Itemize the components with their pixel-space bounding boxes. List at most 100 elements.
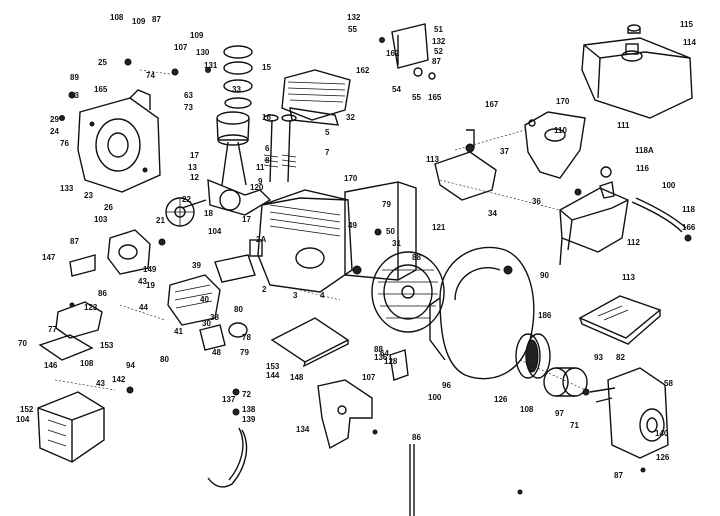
part-callout-146: 146 — [44, 361, 58, 370]
part-callout-134: 134 — [296, 425, 310, 434]
part-callout-70: 70 — [18, 339, 27, 348]
fuel-tank — [581, 24, 693, 119]
part-callout-25: 25 — [98, 58, 107, 67]
engine-block — [249, 189, 353, 293]
part-callout-87: 87 — [614, 471, 623, 480]
part-callout-108: 108 — [520, 405, 534, 414]
part-callout-31: 31 — [392, 239, 401, 248]
tank-support — [559, 187, 629, 266]
manual-booklet — [578, 295, 662, 345]
part-callout-120: 120 — [250, 183, 264, 192]
part-callout-64: 64 — [380, 349, 389, 358]
carburetor — [69, 229, 151, 277]
part-callout-97: 97 — [555, 409, 564, 418]
part-callout-71: 71 — [570, 421, 579, 430]
part-callout-21: 21 — [156, 216, 165, 225]
part-callout-15: 15 — [262, 63, 271, 72]
part-callout-113: 113 — [622, 273, 635, 282]
part-callout-111: 111 — [617, 121, 630, 130]
part-callout-170: 170 — [344, 174, 358, 183]
part-callout-123: 123 — [84, 303, 98, 312]
muffler — [167, 254, 256, 326]
part-callout-133: 133 — [60, 184, 74, 193]
crankcase-cover — [77, 89, 161, 193]
part-callout-100: 100 — [662, 181, 676, 190]
part-callout-34: 34 — [488, 209, 497, 218]
part-callout-110: 110 — [554, 126, 567, 135]
part-callout-148: 148 — [290, 373, 304, 382]
part-callout-86: 86 — [412, 433, 421, 442]
parts-drawing — [37, 23, 693, 516]
part-callout-4: 4 — [320, 291, 325, 300]
part-callout-23: 23 — [84, 191, 93, 200]
part-callout-30: 30 — [202, 319, 211, 328]
part-callout-76: 76 — [60, 139, 69, 148]
part-callout-165: 165 — [94, 85, 108, 94]
pulley — [515, 333, 551, 379]
part-callout-77: 77 — [48, 325, 57, 334]
part-callout-109: 109 — [132, 17, 146, 26]
part-callout-165: 165 — [428, 93, 442, 102]
part-callout-153: 153 — [100, 341, 114, 350]
part-callout-52: 52 — [434, 47, 443, 56]
part-callout-186: 186 — [538, 311, 552, 320]
cover-box — [37, 391, 105, 463]
blower-housing — [429, 246, 535, 380]
part-callout-152: 152 — [20, 405, 34, 414]
part-callout-63: 63 — [184, 91, 193, 100]
cam-gear — [165, 197, 195, 227]
part-callout-126: 126 — [656, 453, 670, 462]
part-callout-104: 104 — [16, 415, 30, 424]
part-callout-89: 89 — [70, 73, 79, 82]
part-callout-17: 17 — [190, 151, 199, 160]
part-callout-36: 36 — [532, 197, 541, 206]
throttle-plate — [270, 317, 350, 368]
part-callout-17: 17 — [242, 215, 251, 224]
part-callout-48: 48 — [212, 348, 221, 357]
part-callout-86: 86 — [98, 289, 107, 298]
part-callout-78: 78 — [242, 333, 251, 342]
part-callout-144: 144 — [266, 371, 280, 380]
part-callout-118A: 118A — [635, 146, 654, 155]
part-callout-136: 136 — [374, 353, 388, 362]
part-callout-53: 53 — [70, 91, 79, 100]
part-callout-58: 58 — [664, 379, 673, 388]
part-callout-162: 162 — [356, 66, 370, 75]
part-callout-167: 167 — [485, 100, 499, 109]
piston — [216, 111, 250, 186]
valves — [263, 114, 297, 183]
part-callout-39: 39 — [192, 261, 201, 270]
part-callout-132: 132 — [432, 37, 446, 46]
part-callout-126: 126 — [494, 395, 508, 404]
part-callout-50: 50 — [386, 227, 395, 236]
part-callout-88: 88 — [412, 253, 421, 262]
part-callout-137: 137 — [222, 395, 236, 404]
part-callout-94: 94 — [126, 361, 135, 370]
air-filter — [38, 301, 103, 361]
part-callout-96: 96 — [442, 381, 451, 390]
part-callout-142: 142 — [112, 375, 126, 384]
part-callout-26: 26 — [104, 203, 113, 212]
part-callout-115: 115 — [680, 20, 693, 29]
part-callout-19: 19 — [146, 281, 155, 290]
part-callout-107: 107 — [174, 43, 188, 52]
part-callout-118: 118 — [682, 205, 695, 214]
part-callout-16: 16 — [262, 113, 271, 122]
part-callout-29: 29 — [50, 115, 59, 124]
part-callout-55: 55 — [348, 25, 357, 34]
plate-48 — [199, 324, 226, 351]
part-callout-73: 73 — [184, 103, 193, 112]
part-callout-108: 108 — [80, 359, 94, 368]
part-callout-9: 9 — [258, 177, 263, 186]
part-callout-32: 32 — [346, 113, 355, 122]
tank-bracket — [524, 111, 586, 179]
part-callout-139: 139 — [242, 415, 256, 424]
part-callout-90: 90 — [540, 271, 549, 280]
part-callout-22: 22 — [182, 195, 191, 204]
part-callout-40: 40 — [200, 295, 209, 304]
part-callout-130: 130 — [196, 48, 210, 57]
part-callout-114: 114 — [683, 38, 696, 47]
part-callout-37: 37 — [500, 147, 509, 156]
part-callout-121: 121 — [432, 223, 446, 232]
part-callout-33: 33 — [232, 85, 241, 94]
